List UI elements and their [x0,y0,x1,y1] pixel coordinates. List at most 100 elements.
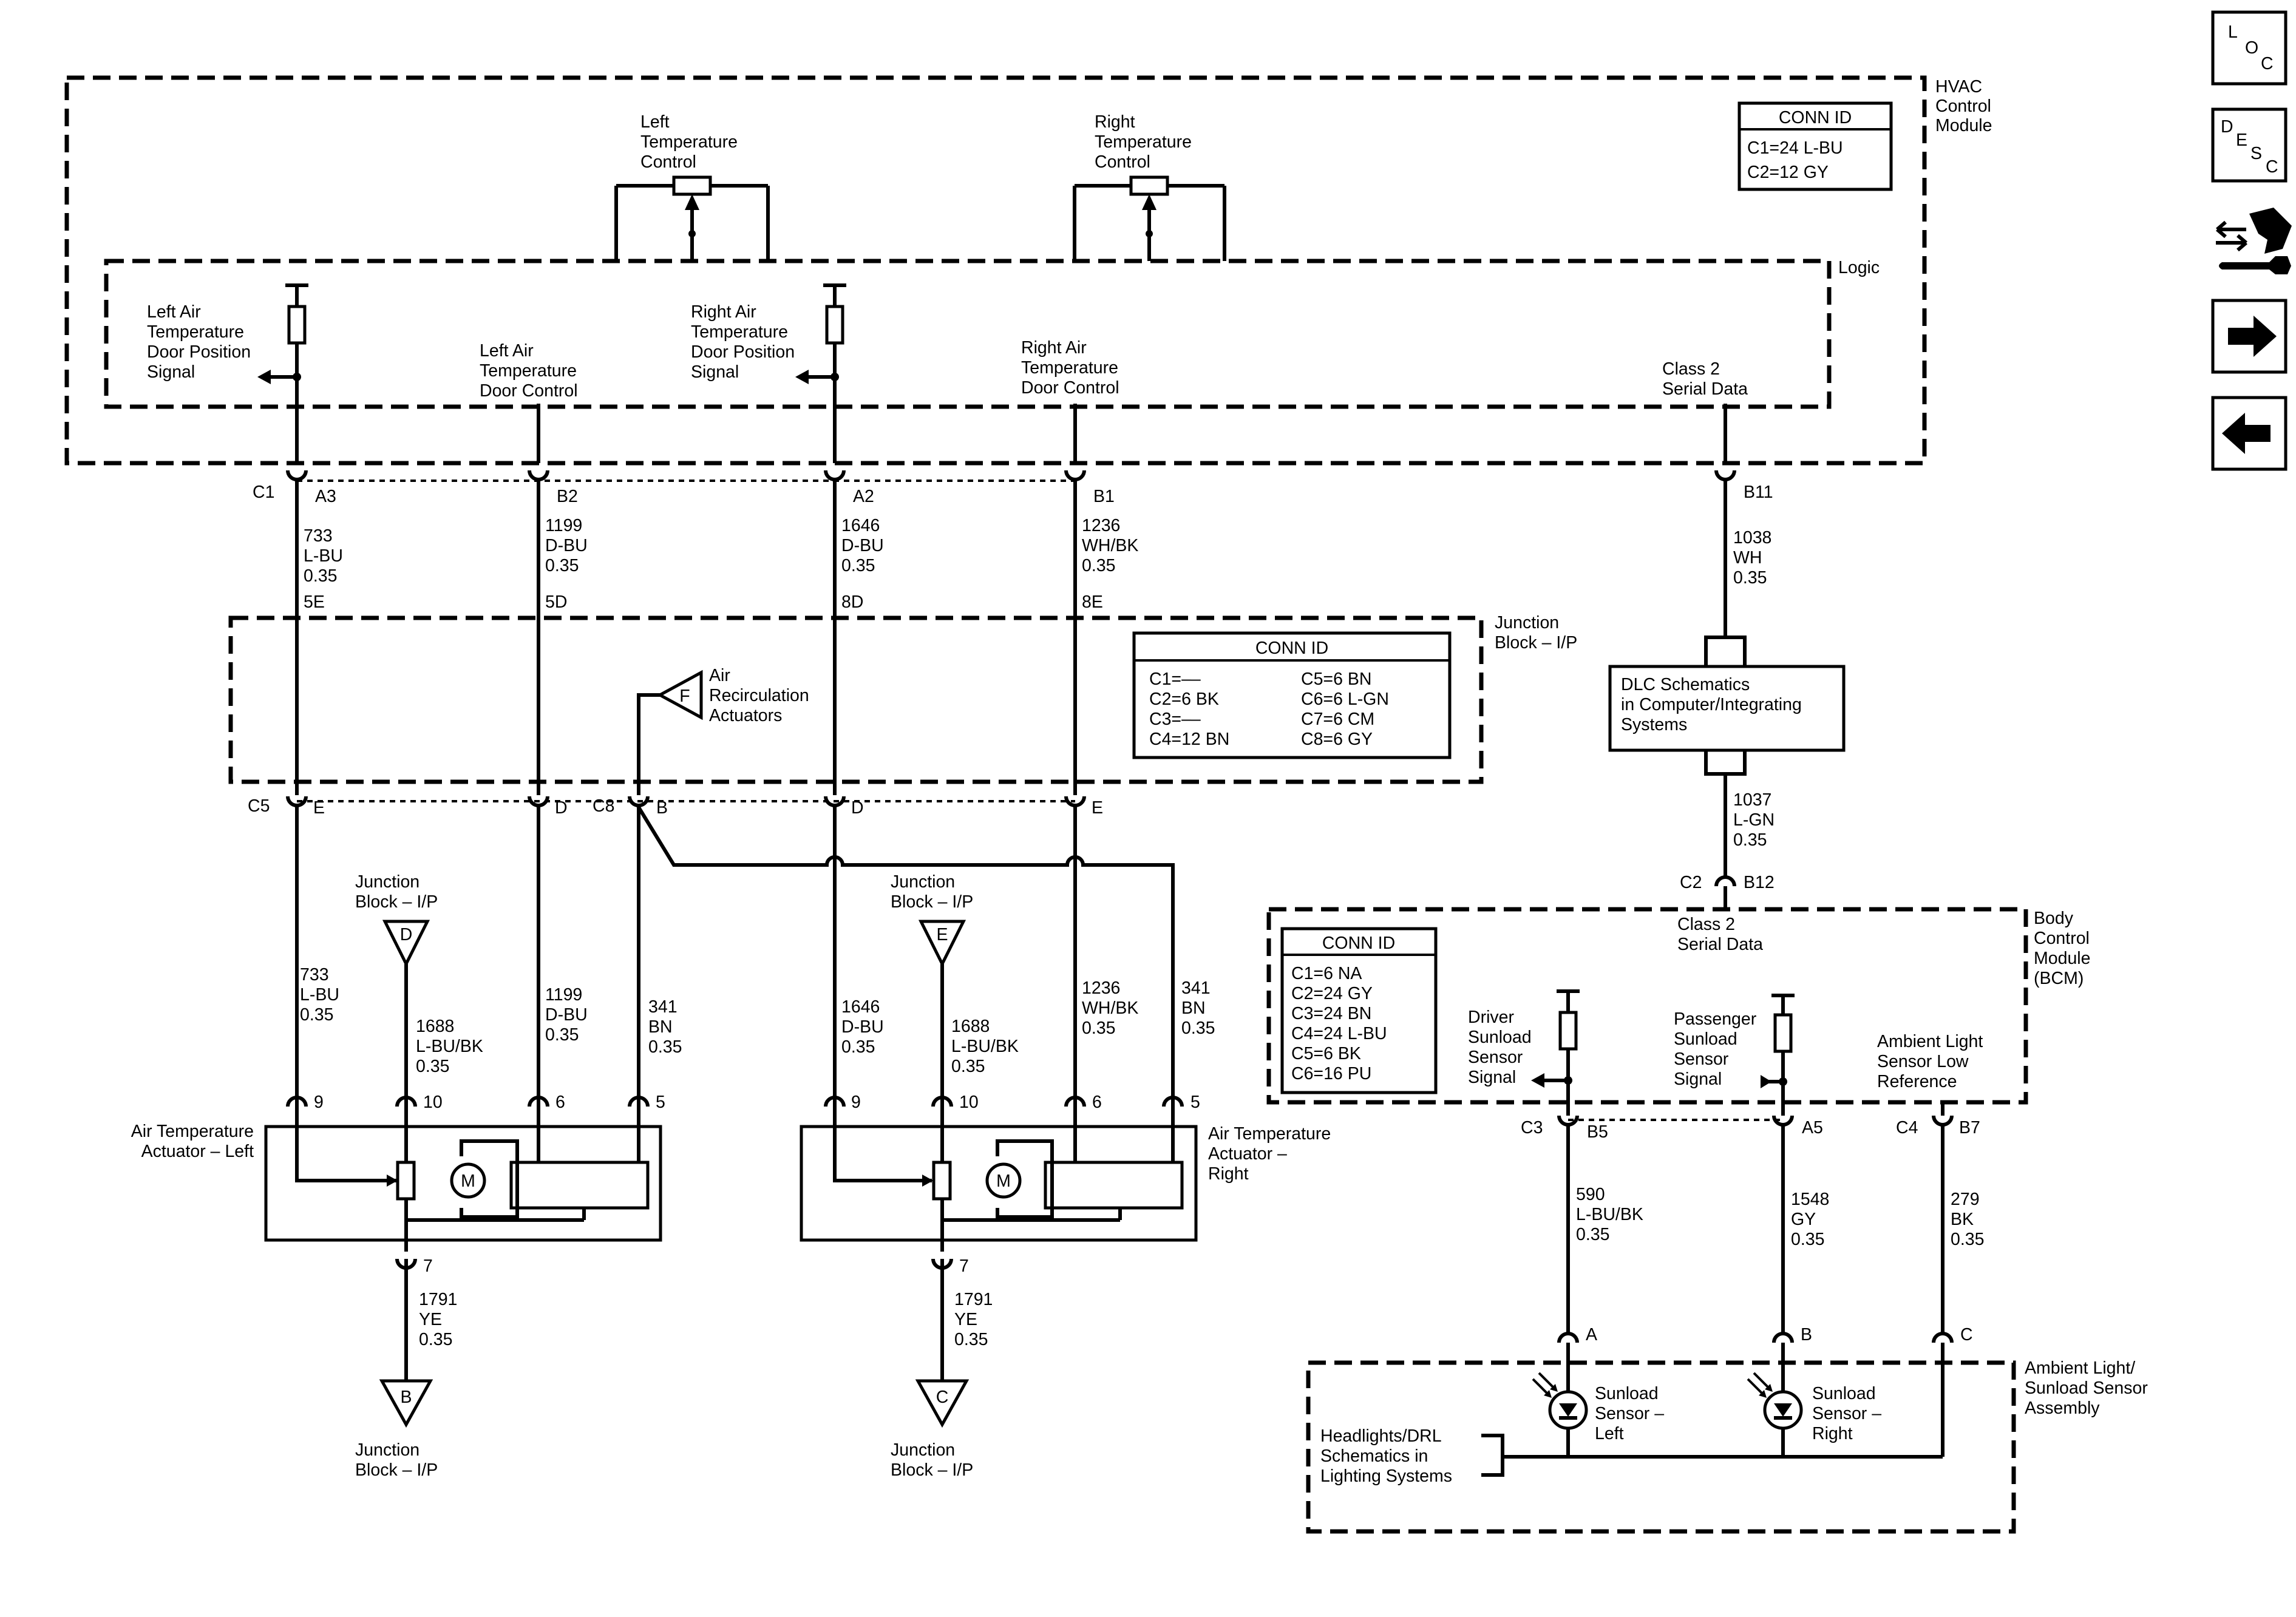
dlc-top-bracket [1704,636,1747,666]
sensor-assembly-boundary [1306,1360,2016,1534]
pin-left-10: 10 [423,1093,443,1112]
pin-b12: B12 [1744,873,1775,892]
junction-block-tri-b: B [379,1379,433,1428]
svg-text:C4=24 L-BU: C4=24 L-BU [1291,1024,1387,1043]
sunload-sensor-right-photodiode [1747,1372,1803,1430]
svg-text:C2=24 GY: C2=24 GY [1291,984,1373,1003]
svg-text:CONN ID: CONN ID [1779,108,1852,127]
pin-c8: C8 [593,796,614,816]
pin-d-left: D [555,798,568,818]
pin-right-6: 6 [1092,1093,1102,1112]
svg-text:D: D [400,925,413,944]
svg-text:E: E [2236,131,2247,150]
pin-right-5: 5 [1190,1093,1200,1112]
pin-left-6: 6 [555,1093,565,1112]
svg-text:CONN ID: CONN ID [1255,639,1328,658]
arrow-right-icon [2228,316,2277,357]
pin-right-7: 7 [959,1256,969,1276]
splice-8e: 8E [1082,592,1103,612]
pin-left-7: 7 [423,1256,433,1276]
pin-b-recirc: B [656,798,668,818]
pin-b5: B5 [1587,1122,1608,1142]
pin-c3: C3 [1521,1118,1543,1137]
loc-button[interactable]: L O C [2211,10,2288,86]
left-temperature-control-pot [614,175,770,261]
headlights-bracket [1481,1434,1504,1477]
svg-text:C8=6 GY: C8=6 GY [1301,730,1373,749]
sunload-sensor-left-photodiode [1532,1372,1588,1430]
pin-c4: C4 [1896,1118,1918,1137]
junction-block-ip-boundary [228,615,1484,784]
svg-text:C6=16 PU: C6=16 PU [1291,1064,1371,1083]
svg-text:L: L [2228,22,2238,42]
svg-text:C5=6 BK: C5=6 BK [1291,1044,1361,1063]
svg-text:C5=6 BN: C5=6 BN [1301,670,1371,689]
previous-page-button[interactable] [2211,396,2288,471]
svg-text:S: S [2250,144,2262,163]
bcm-conn-id-table: CONN ID C1=6 NA C2=24 GY C3=24 BN C4=24 … [1280,927,1438,1094]
pin-c5: C5 [248,796,270,816]
svg-text:C2=12 GY: C2=12 GY [1747,163,1829,182]
left-position-pullup-resistor [257,283,308,463]
sensor-assembly-connector-pins [1557,1332,1954,1343]
wire-341-crossover [637,806,1175,1108]
logic-label: Logic [1838,258,1880,277]
pin-c2: C2 [1680,873,1702,892]
junction-block-conn-id-table: CONN ID C1=–– C2=6 BK C3=–– C4=12 BN C5=… [1132,631,1452,759]
splice-8d: 8D [841,592,863,612]
svg-text:C4=12 BN: C4=12 BN [1149,730,1229,749]
svg-text:C1=––: C1=–– [1149,670,1201,689]
right-temperature-control-pot [1073,175,1226,261]
svg-text:C6=6 L-GN: C6=6 L-GN [1301,690,1389,709]
air-recirculation-flag: F [637,670,703,795]
connector-tool-icon[interactable] [2216,208,2292,274]
dlc-bottom-bracket [1704,750,1747,776]
bcm-driver-pullup [1531,989,1580,1116]
splice-5d: 5D [545,592,567,612]
bcm-passenger-pullup [1761,994,1795,1116]
right-position-pullup-resistor [795,283,846,463]
pin-e-left: E [313,798,325,818]
arrow-left-icon [2222,413,2271,454]
connector-pin-c2-b12 [1714,875,1736,887]
next-page-button[interactable] [2211,299,2288,374]
connector-pins-c1 [286,470,1736,481]
pin-e-right: E [1092,798,1103,818]
junction-block-tri-d: D [382,920,430,1108]
actuator-right-connector-pins [824,1096,1184,1107]
desc-button[interactable]: D E S C [2211,107,2288,183]
svg-text:F: F [679,686,690,706]
svg-text:C: C [936,1388,949,1407]
svg-text:C: C [2261,54,2274,73]
splice-5e: 5E [304,592,325,612]
